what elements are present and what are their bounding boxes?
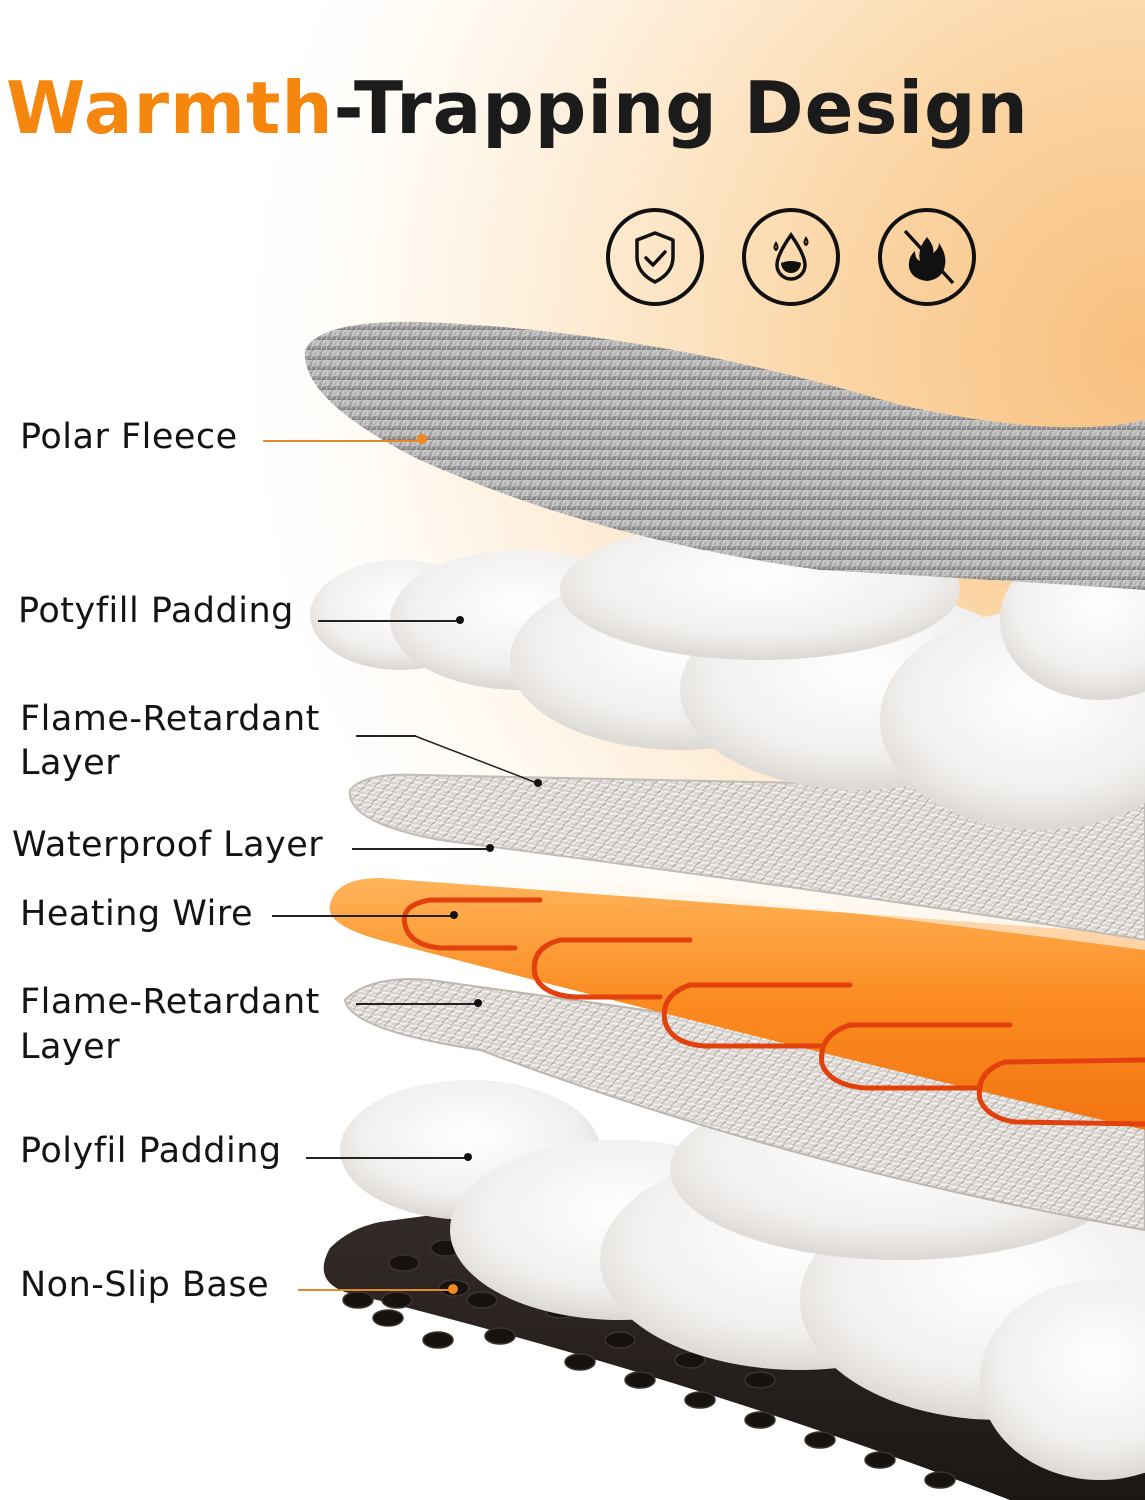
dot-polar-fleece [417,434,427,444]
label-flame-retardant-bottom-line2: Layer [20,1027,121,1067]
heating-wire-panel [329,878,1145,1130]
label-non-slip-base: Non-Slip Base [20,1265,270,1305]
feature-badges [606,208,976,306]
leader-non-slip-base [298,1289,452,1291]
waterproof-layer [359,831,1145,950]
leader-flame-retardant-bottom [356,1003,478,1005]
dot-non-slip-base [448,1284,458,1294]
label-polyfil-padding-bottom: Polyfil Padding [20,1131,282,1171]
dot-flame-retardant-top [534,779,542,787]
no-fire-icon [903,229,955,285]
leader-heating-wire [272,915,454,917]
title-rest: -Trapping Design [333,66,1029,150]
leader-polar-fleece [263,440,421,442]
polar-fleece-layer [304,321,1145,590]
dot-heating-wire [450,911,458,919]
label-flame-retardant-top-line1: Flame-Retardant [20,699,320,739]
dot-polyfill-padding-top [456,616,464,624]
label-flame-retardant-bottom-line1: Flame-Retardant [20,982,320,1022]
label-waterproof: Waterproof Layer [12,825,324,865]
top-woven-layer [348,773,1145,942]
shield-check-icon [635,231,675,284]
shield-check-badge [606,208,704,306]
page-title: Warmth-Trapping Design [6,72,1029,144]
dot-flame-retardant-bottom [474,999,482,1007]
label-polyfill-padding-top: Potyfill Padding [18,591,294,631]
leader-polyfill-padding-top [318,620,460,622]
label-heating-wire: Heating Wire [20,894,253,934]
water-drop-icon [773,231,809,281]
leader-polyfil-padding-bottom [306,1157,468,1159]
title-accent: Warmth [6,66,334,150]
leader-flame-retardant-top [356,735,416,737]
flame-retardant-badge [878,208,976,306]
dot-waterproof [486,844,494,852]
label-polar-fleece: Polar Fleece [20,417,238,457]
dot-polyfil-padding-bottom [464,1153,472,1161]
bottom-woven-layer [343,978,1145,1232]
leader-waterproof [352,848,490,850]
label-flame-retardant-top-line2: Layer [20,743,121,783]
waterproof-badge [742,208,840,306]
